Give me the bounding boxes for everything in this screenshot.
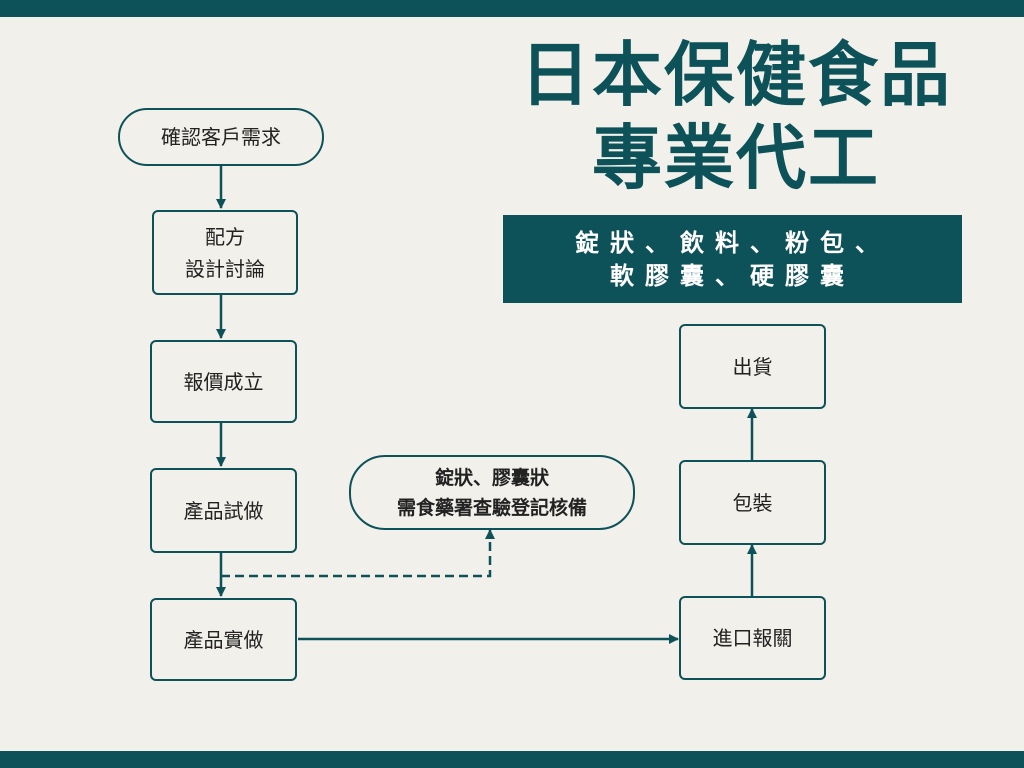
step-customs-label: 進口報關: [712, 626, 793, 650]
step-registration-label-1: 錠狀、膠囊狀: [434, 466, 549, 489]
step-formula-label-1: 配方: [205, 224, 245, 249]
step-packaging-label: 包裝: [732, 490, 773, 515]
step-confirm-label: 確認客戶需求: [161, 125, 281, 149]
step-registration-note: 錠狀、膠囊狀 需食藥署查驗登記核備: [349, 455, 635, 530]
page-title-line-1: 日本保健食品: [520, 34, 952, 116]
step-formula-design: 配方 設計討論: [152, 210, 298, 295]
step-trial-production: 產品試做: [150, 468, 297, 553]
step-shipping-label: 出貨: [732, 354, 773, 379]
step-import-customs: 進口報關: [679, 596, 826, 680]
bottom-band: [0, 751, 1024, 768]
step-registration-label-2: 需食藥署查驗登記核備: [396, 496, 587, 519]
product-types-line-1: 錠狀、飲料、粉包、: [575, 229, 890, 257]
step-formula-label-2: 設計討論: [185, 256, 265, 281]
page-title-line-2: 專業代工: [592, 117, 880, 199]
step-quotation: 報價成立: [150, 340, 297, 423]
product-types-banner: 錠狀、飲料、粉包、 軟膠囊、硬膠囊: [503, 215, 962, 303]
step-actual-production: 產品實做: [150, 598, 297, 681]
product-types-line-2: 軟膠囊、硬膠囊: [610, 262, 855, 290]
step-quote-label: 報價成立: [183, 369, 264, 394]
step-packaging: 包裝: [679, 460, 826, 545]
step-confirm-requirements: 確認客戶需求: [118, 108, 324, 166]
step-shipping: 出貨: [679, 324, 826, 409]
dashed-arrow-trial-to-registration: [221, 529, 495, 578]
top-band: [0, 0, 1024, 17]
step-production-label: 產品實做: [183, 627, 264, 652]
step-trial-label: 產品試做: [183, 498, 264, 523]
